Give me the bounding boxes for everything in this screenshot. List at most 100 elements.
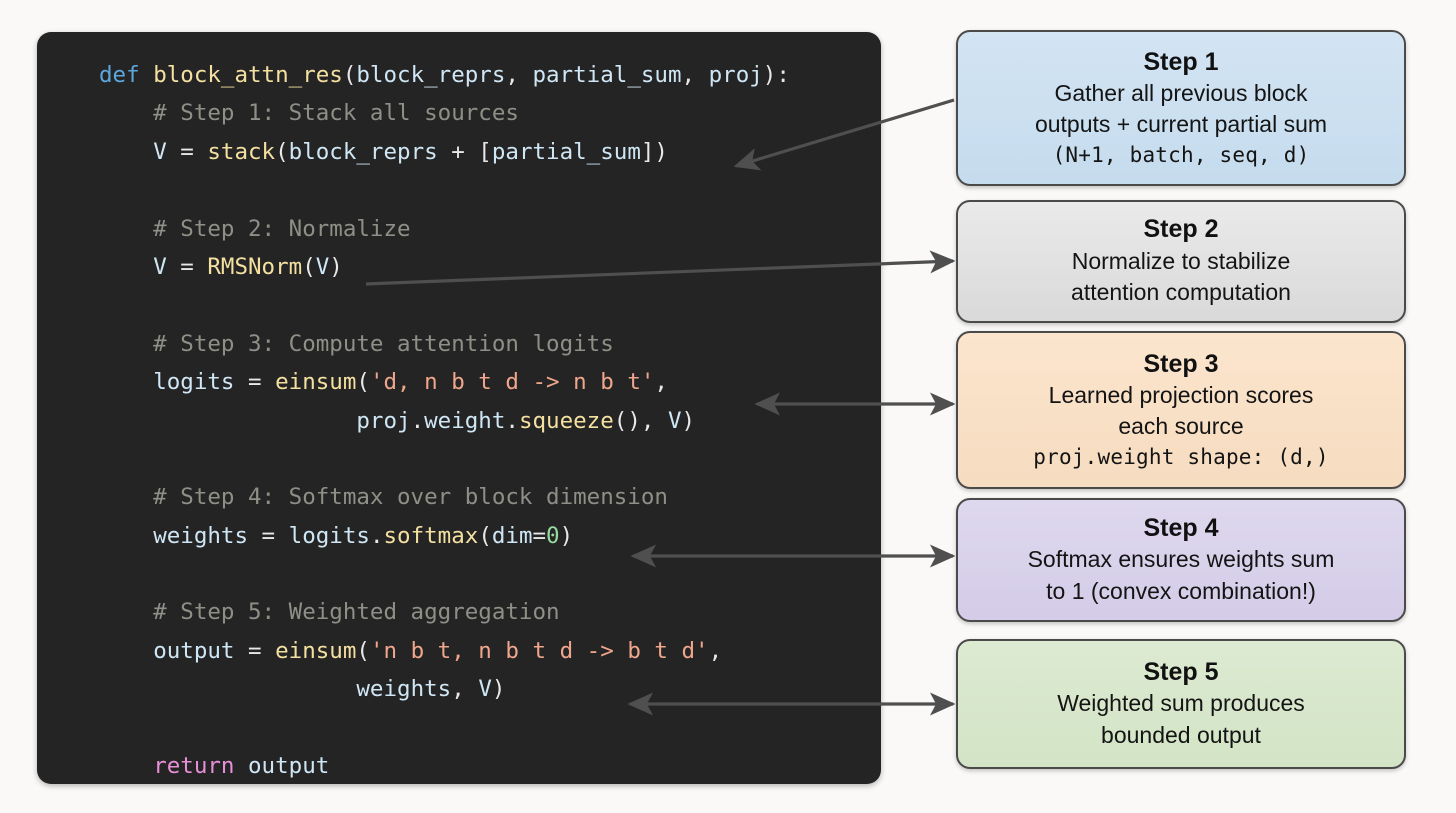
code-token: , — [505, 62, 533, 88]
code-token: weight — [424, 407, 506, 434]
code-line-13: weights = logits.softmax(dim=0) — [99, 517, 790, 555]
code-token: = — [248, 522, 289, 549]
code-token: output — [153, 637, 235, 664]
step-5-line-2: bounded output — [1101, 721, 1261, 748]
step-5-title: Step 5 — [1143, 657, 1219, 686]
code-token: output — [248, 753, 330, 780]
step-box-5: Step 5 Weighted sum produces bounded out… — [956, 639, 1406, 769]
code-token: V — [478, 676, 492, 703]
step-2-line-2: attention computation — [1071, 279, 1291, 306]
step-3-title: Step 3 — [1143, 349, 1219, 378]
step-4-line-2: to 1 (convex combination!) — [1046, 577, 1316, 604]
code-line-1: def block_attn_res(block_reprs, partial_… — [99, 56, 790, 94]
step-box-2: Step 2 Normalize to stabilize attention … — [956, 200, 1406, 323]
code-token: block_reprs — [356, 62, 506, 88]
code-line-14 — [99, 555, 790, 593]
code-token — [99, 753, 153, 779]
code-token: # Step 1: Stack all sources — [99, 100, 519, 127]
step-2-title: Step 2 — [1143, 215, 1219, 244]
step-4-line-1: Softmax ensures weights sum — [1027, 546, 1335, 573]
code-token: # Step 2: Normalize — [99, 215, 411, 242]
code-line-2: # Step 1: Stack all sources — [99, 94, 790, 132]
code-token: = — [166, 138, 208, 165]
code-token: ) — [681, 407, 696, 434]
step-1-line-1: Gather all previous block — [1054, 80, 1308, 107]
code-token: ( — [478, 522, 492, 549]
code-token: = — [234, 637, 276, 664]
code-token: softmax — [383, 522, 479, 549]
code-token: 'd, n b t d -> n b t' — [369, 369, 655, 396]
code-token — [99, 676, 356, 702]
code-token: . — [410, 407, 425, 434]
code-token: 'n b t, n b t d -> b t d' — [369, 637, 709, 664]
code-token: weights — [356, 676, 452, 703]
code-line-11 — [99, 440, 790, 478]
code-token: # Step 5: Weighted aggregation — [99, 599, 560, 626]
code-line-17: weights, V) — [99, 670, 790, 708]
code-token: , — [708, 637, 723, 664]
code-token — [99, 254, 153, 280]
code-line-5: # Step 2: Normalize — [99, 210, 790, 248]
code-token: ) — [329, 253, 343, 280]
code-token: + [ — [437, 138, 492, 165]
code-token: ) — [491, 676, 506, 703]
code-line-3: V = stack(block_reprs + [partial_sum]) — [99, 133, 790, 171]
code-token: block_attn_res — [153, 62, 343, 88]
code-token: # Step 3: Compute attention logits — [99, 330, 614, 357]
code-token: partial_sum — [491, 138, 641, 165]
step-box-3: Step 3 Learned projection scores each so… — [956, 331, 1406, 489]
code-token: # Step 4: Softmax over block dimension — [99, 484, 668, 511]
code-token: logits — [153, 369, 235, 396]
code-token — [99, 638, 153, 664]
code-token: V — [315, 253, 330, 280]
code-token: , — [451, 676, 479, 703]
code-token: weights — [153, 522, 249, 549]
code-token: (), — [613, 407, 668, 434]
code-token: V — [153, 253, 167, 280]
code-token: ): — [762, 62, 790, 88]
code-token: stack — [207, 138, 276, 165]
code-token: return — [153, 753, 249, 780]
code-line-9: logits = einsum('d, n b t d -> n b t', — [99, 363, 790, 401]
step-box-1: Step 1 Gather all previous block outputs… — [956, 30, 1406, 186]
code-token: partial_sum — [532, 62, 682, 88]
code-line-19: return output — [99, 747, 790, 784]
code-token: = — [166, 253, 208, 280]
step-1-mono-line: (N+1, batch, seq, d) — [1052, 142, 1310, 167]
code-token: = — [234, 369, 276, 396]
code-token: proj — [356, 407, 411, 434]
code-token: V — [667, 407, 682, 434]
code-line-8: # Step 3: Compute attention logits — [99, 325, 790, 363]
code-token: = — [532, 522, 547, 549]
step-2-line-1: Normalize to stabilize — [1071, 247, 1291, 274]
code-token — [99, 369, 153, 395]
code-line-7 — [99, 286, 790, 324]
code-token: logits — [288, 522, 370, 549]
code-token: ( — [275, 138, 289, 165]
code-token: V — [153, 138, 167, 165]
code-token: 0 — [546, 522, 560, 549]
code-line-18 — [99, 709, 790, 747]
code-token: ( — [356, 369, 370, 396]
code-line-4 — [99, 171, 790, 209]
code-token: , — [681, 62, 709, 88]
code-listing: def block_attn_res(block_reprs, partial_… — [99, 56, 790, 784]
code-panel: def block_attn_res(block_reprs, partial_… — [37, 32, 881, 784]
step-5-line-1: Weighted sum produces — [1057, 690, 1305, 717]
code-token: RMSNorm — [207, 253, 303, 280]
code-token: proj — [708, 62, 763, 88]
step-4-title: Step 4 — [1143, 513, 1219, 542]
code-line-10: proj.weight.squeeze(), V) — [99, 402, 790, 440]
code-token: squeeze — [518, 407, 614, 434]
code-token: block_reprs — [288, 138, 438, 165]
code-token: ) — [559, 522, 574, 549]
code-line-12: # Step 4: Softmax over block dimension — [99, 478, 790, 516]
code-token — [99, 139, 153, 165]
code-token: def — [99, 62, 154, 88]
step-3-line-2: each source — [1118, 413, 1244, 440]
code-token: ( — [302, 253, 316, 280]
code-line-16: output = einsum('n b t, n b t d -> b t d… — [99, 632, 790, 670]
step-3-mono-line: proj.weight shape: (d,) — [1033, 444, 1329, 469]
code-token: ( — [342, 62, 357, 88]
